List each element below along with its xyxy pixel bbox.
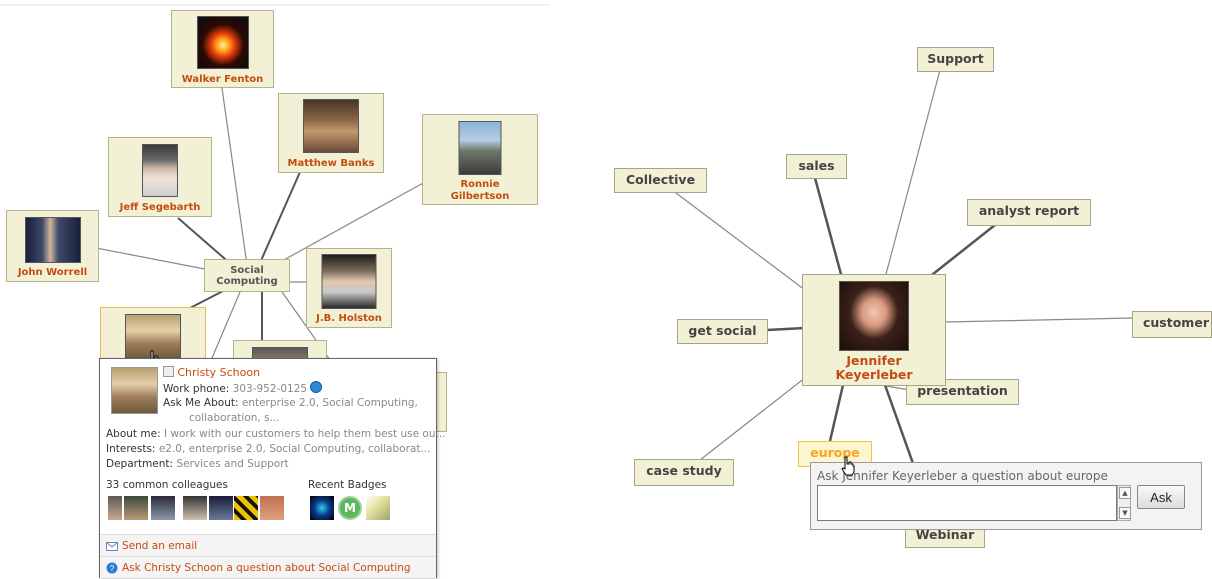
topic-label-line2: Computing [216, 276, 278, 287]
person-node-walker-fenton[interactable]: Walker Fenton [171, 10, 274, 88]
interests-value: e2.0, enterprise 2.0, Social Computing, … [158, 443, 431, 455]
badge-icon[interactable] [366, 496, 390, 520]
avatar [142, 144, 178, 197]
badge-icon[interactable] [310, 496, 334, 520]
tag-node-analyst-report[interactable]: analyst report [967, 199, 1091, 226]
department-row: Department: Services and Support [106, 458, 289, 470]
person-hover-card: Christy Schoon Work phone: 303-952-0125 … [99, 358, 446, 578]
person-name: Walker Fenton [181, 74, 264, 85]
colleague-thumb[interactable] [124, 496, 148, 520]
hand-cursor-icon [841, 456, 855, 476]
avatar [111, 367, 158, 414]
about-value: I work with our customers to help them b… [163, 428, 446, 440]
person-name-line1: Ronnie [460, 179, 500, 190]
person-name: J.B. Holston [316, 313, 382, 324]
colleagues-heading: 33 common colleagues [106, 479, 228, 491]
about-label: About me: [106, 428, 161, 440]
person-node-ronnie-gilbertson[interactable]: Ronnie Gilbertson [422, 114, 538, 205]
department-value: Services and Support [176, 458, 289, 470]
avatar [839, 281, 909, 351]
card-name-row: Christy Schoon [163, 366, 260, 379]
interests-row: Interests: e2.0, enterprise 2.0, Social … [106, 443, 430, 455]
topic-label-line1: Social [230, 265, 264, 276]
person-name-line2: Gilbertson [450, 191, 510, 202]
person-node-matthew-banks[interactable]: Matthew Banks [278, 93, 384, 173]
ask-me-label: Ask Me About: [163, 397, 239, 409]
avatar [303, 99, 359, 153]
scroll-up-arrow-icon[interactable]: ▲ [1119, 487, 1131, 499]
textarea-scrollbar[interactable]: ▲ ▼ [1117, 485, 1131, 521]
tag-node-customer[interactable]: customer [1132, 311, 1212, 338]
colleague-thumb[interactable] [151, 496, 175, 520]
svg-text:?: ? [110, 564, 115, 573]
phone-call-icon[interactable] [310, 381, 323, 393]
person-node-jennifer-keyerleber[interactable]: Jennifer Keyerleber [802, 274, 946, 386]
person-name-line1: Jennifer [846, 353, 902, 368]
topic-node-social-computing[interactable]: Social Computing [204, 259, 290, 292]
tag-node-collective[interactable]: Collective [614, 168, 707, 193]
ask-button[interactable]: Ask [1137, 485, 1185, 509]
envelope-icon [106, 542, 118, 551]
ask-question-label: Ask Christy Schoon a question about Soci… [122, 562, 411, 574]
tag-node-support[interactable]: Support [917, 47, 994, 72]
colleague-thumb[interactable] [183, 496, 207, 520]
colleague-thumb[interactable] [260, 496, 284, 520]
presence-icon [163, 366, 174, 377]
work-phone-row: Work phone: 303-952-0125 [163, 381, 323, 395]
tag-node-presentation[interactable]: presentation [906, 379, 1019, 405]
person-name: John Worrell [17, 267, 88, 278]
interests-label: Interests: [106, 443, 156, 455]
ask-me-value: enterprise 2.0, Social Computing, [241, 397, 418, 409]
scroll-down-arrow-icon[interactable]: ▼ [1119, 507, 1131, 519]
ask-me-row: Ask Me About: enterprise 2.0, Social Com… [163, 397, 418, 409]
person-node-jeff-segebarth[interactable]: Jeff Segebarth [108, 137, 212, 217]
avatar [321, 254, 377, 309]
card-person-name[interactable]: Christy Schoon [177, 366, 261, 379]
badge-icon[interactable]: M [338, 496, 362, 520]
badges-heading: Recent Badges [308, 479, 387, 491]
department-label: Department: [106, 458, 174, 470]
person-name-line2: Keyerleber [835, 367, 913, 382]
work-phone-label: Work phone: [163, 383, 230, 395]
ask-question-link[interactable]: ? Ask Christy Schoon a question about So… [100, 556, 436, 578]
send-email-link[interactable]: Send an email [100, 534, 436, 556]
tag-node-case-study[interactable]: case study [634, 459, 734, 486]
colleague-thumb[interactable] [209, 496, 233, 520]
person-node-john-worrell[interactable]: John Worrell [6, 210, 99, 282]
ask-question-box: Ask Jennifer Keyerleber a question about… [810, 462, 1202, 530]
person-node-jb-holston[interactable]: J.B. Holston [306, 248, 392, 328]
avatar [24, 217, 81, 263]
tag-node-sales[interactable]: sales [786, 154, 847, 179]
work-phone-value: 303-952-0125 [232, 383, 308, 395]
question-icon: ? [106, 562, 118, 574]
colleague-thumb[interactable] [108, 496, 122, 520]
ask-me-value-cont: collaboration, s... [189, 412, 280, 424]
ask-prompt: Ask Jennifer Keyerleber a question about… [817, 469, 1108, 483]
avatar [196, 16, 249, 69]
person-name: Jeff Segebarth [119, 202, 201, 213]
send-email-label: Send an email [122, 540, 198, 552]
colleague-thumb[interactable] [234, 496, 258, 520]
person-name: Matthew Banks [287, 158, 375, 169]
about-row: About me: I work with our customers to h… [106, 428, 446, 440]
question-input[interactable] [817, 485, 1117, 521]
avatar [458, 121, 502, 175]
tag-node-get-social[interactable]: get social [677, 319, 768, 344]
